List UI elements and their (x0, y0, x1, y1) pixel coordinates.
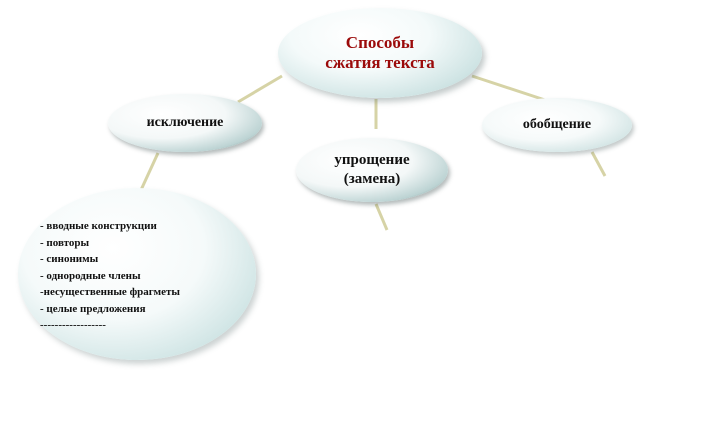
root-title-line1: Способы (345, 33, 415, 52)
list-item: ------------------ (40, 319, 106, 331)
node-exclusion-label: исключение (146, 115, 224, 130)
node-simplification-line2: (замена) (343, 171, 401, 187)
list-item: - синонимы (40, 253, 99, 265)
connector-root-generalization (471, 74, 546, 102)
connector-generalization-stub (590, 151, 607, 177)
node-exclusion-items: - вводные конструкции - повторы - синони… (18, 188, 256, 360)
connector-exclusion-list (139, 152, 160, 191)
node-generalization-label: обобщение (522, 117, 592, 132)
list-item: - однородные члены (40, 269, 141, 282)
node-generalization: обобщение (482, 98, 632, 152)
node-simplification-line1: упрощение (334, 152, 410, 168)
list-item: - целые предложения (40, 302, 146, 315)
list-item: -несущественные фрагметы (40, 286, 181, 298)
exclusion-items-list: - вводные конструкции - повторы - синони… (40, 218, 180, 334)
connector-root-exclusion (237, 74, 283, 104)
list-item: - вводные конструкции (40, 220, 157, 232)
node-exclusion: исключение (108, 94, 262, 152)
list-item: - повторы (40, 236, 90, 249)
connector-simplification-stub (374, 203, 389, 231)
root-title-line2: сжатия текста (325, 53, 435, 72)
node-simplification: упрощение (замена) (296, 138, 448, 202)
root-node-compression-methods: Способы сжатия текста (278, 8, 482, 98)
